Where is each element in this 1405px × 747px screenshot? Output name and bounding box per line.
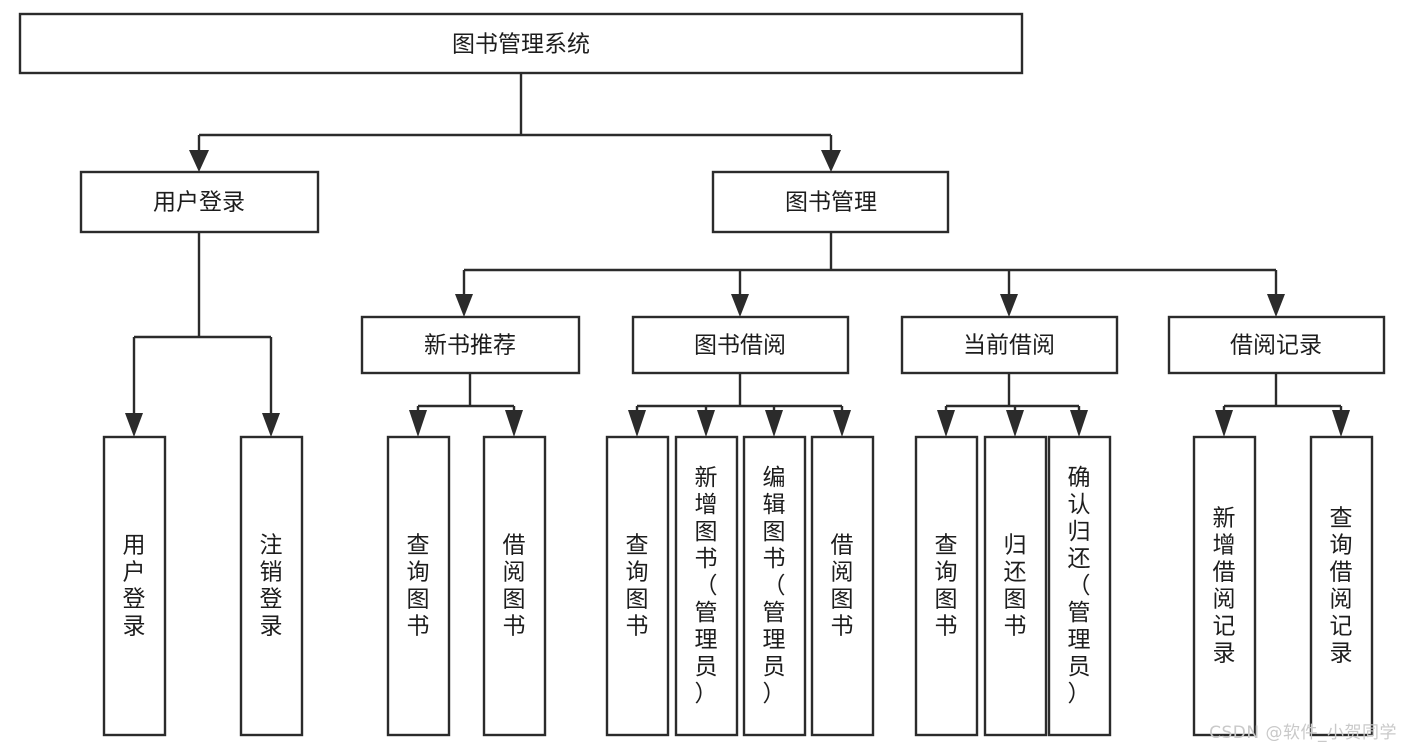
leaf-borrow-record-2-label: 查询借阅记录	[1330, 505, 1353, 666]
arrow-currentborrow-leaf-3	[1070, 410, 1088, 437]
node-borrow-record[interactable]: 借阅记录	[1167, 315, 1386, 375]
arrow-root-to-book-manage	[821, 150, 841, 172]
leaf-book-borrow-4-label: 借阅图书	[831, 532, 854, 639]
leaf-current-borrow-1[interactable]: 查询图书	[914, 435, 979, 737]
node-book-management-label: 图书管理	[785, 190, 877, 216]
arrow-currentborrow-leaf-1	[937, 410, 955, 437]
node-new-book-recommend[interactable]: 新书推荐	[360, 315, 581, 375]
arrow-borrowrecord-leaf-2	[1332, 410, 1350, 437]
leaf-borrow-record-1-label: 新增借阅记录	[1213, 505, 1236, 666]
node-current-borrow-label: 当前借阅	[963, 333, 1055, 359]
leaf-new-book-2-box[interactable]	[482, 435, 547, 737]
node-book-borrow[interactable]: 图书借阅	[631, 315, 850, 375]
leaf-book-borrow-2-box[interactable]	[674, 435, 739, 737]
leaf-current-borrow-3-box[interactable]	[1047, 435, 1112, 737]
node-borrow-record-label: 借阅记录	[1230, 333, 1322, 359]
leaf-current-borrow-3[interactable]: 确认归还（管理员）	[1047, 435, 1112, 737]
arrow-bookborrow-leaf-3	[765, 410, 783, 437]
connector-layer	[125, 73, 1350, 437]
node-book-management[interactable]: 图书管理	[711, 170, 950, 234]
leaf-current-borrow-2[interactable]: 归还图书	[983, 435, 1048, 737]
node-user-login-label: 用户登录	[153, 190, 245, 216]
arrow-bookborrow-leaf-1	[628, 410, 646, 437]
node-root-box[interactable]	[18, 12, 1024, 75]
node-user-login[interactable]: 用户登录	[79, 170, 320, 234]
leaf-new-book-2[interactable]: 借阅图书	[482, 435, 547, 737]
leaf-book-borrow-3[interactable]: 编辑图书（管理员）	[742, 435, 807, 737]
leaf-user-login-2[interactable]: 注销登录	[239, 435, 304, 737]
node-current-borrow[interactable]: 当前借阅	[900, 315, 1119, 375]
arrow-bookmanage-to-current-borrow	[1000, 294, 1018, 317]
leaf-current-borrow-3-label: 确认归还（管理员）	[1068, 465, 1091, 707]
leaf-current-borrow-1-label: 查询图书	[935, 532, 958, 639]
arrow-bookmanage-to-new-book	[455, 294, 473, 317]
arrow-root-to-user-login	[189, 150, 209, 172]
leaf-user-login-2-label: 注销登录	[260, 532, 283, 639]
arrow-userlogin-leaf-1	[125, 413, 143, 437]
leaf-borrow-record-1[interactable]: 新增借阅记录	[1192, 435, 1257, 737]
leaf-book-borrow-4-box[interactable]	[810, 435, 875, 737]
leaf-book-borrow-2[interactable]: 新增图书（管理员）	[674, 435, 739, 737]
node-new-book-recommend-box[interactable]	[360, 315, 581, 375]
leaf-book-borrow-1[interactable]: 查询图书	[605, 435, 670, 737]
node-root-label: 图书管理系统	[452, 32, 590, 58]
arrow-newbook-leaf-1	[409, 410, 427, 437]
leaf-book-borrow-3-label: 编辑图书（管理员）	[763, 465, 786, 707]
arrow-bookmanage-to-borrow-record	[1267, 294, 1285, 317]
arrow-bookmanage-to-book-borrow	[731, 294, 749, 317]
arrow-bookborrow-leaf-2	[697, 410, 715, 437]
leaf-book-borrow-2-label: 新增图书（管理员）	[695, 465, 718, 707]
leaf-book-borrow-1-box[interactable]	[605, 435, 670, 737]
node-book-borrow-box[interactable]	[631, 315, 850, 375]
leaf-user-login-1-box[interactable]	[102, 435, 167, 737]
leaf-new-book-2-label: 借阅图书	[503, 532, 526, 639]
node-borrow-record-box[interactable]	[1167, 315, 1386, 375]
leaf-borrow-record-2-box[interactable]	[1309, 435, 1374, 737]
leaf-new-book-1-box[interactable]	[386, 435, 451, 737]
leaf-book-borrow-4[interactable]: 借阅图书	[810, 435, 875, 737]
arrow-borrowrecord-leaf-1	[1215, 410, 1233, 437]
node-current-borrow-box[interactable]	[900, 315, 1119, 375]
leaf-current-borrow-2-box[interactable]	[983, 435, 1048, 737]
leaf-user-login-1-label: 用户登录	[123, 532, 146, 639]
node-new-book-recommend-label: 新书推荐	[424, 333, 516, 359]
arrow-bookborrow-leaf-4	[833, 410, 851, 437]
node-book-borrow-label: 图书借阅	[694, 333, 786, 359]
leaf-new-book-1[interactable]: 查询图书	[386, 435, 451, 737]
node-user-login-box[interactable]	[79, 170, 320, 234]
leaf-borrow-record-2[interactable]: 查询借阅记录	[1309, 435, 1374, 737]
node-book-management-box[interactable]	[711, 170, 950, 234]
leaf-user-login-1[interactable]: 用户登录	[102, 435, 167, 737]
leaf-borrow-record-1-box[interactable]	[1192, 435, 1257, 737]
leaf-user-login-2-box[interactable]	[239, 435, 304, 737]
leaf-new-book-1-label: 查询图书	[407, 532, 430, 639]
arrow-userlogin-leaf-2	[262, 413, 280, 437]
leaf-book-borrow-1-label: 查询图书	[626, 532, 649, 639]
csdn-watermark: CSDN @软件_小贺同学	[1209, 723, 1397, 743]
leaf-current-borrow-1-box[interactable]	[914, 435, 979, 737]
leaf-current-borrow-2-label: 归还图书	[1004, 532, 1027, 639]
node-root-book-management-system[interactable]: 图书管理系统	[18, 12, 1024, 75]
leaf-book-borrow-3-box[interactable]	[742, 435, 807, 737]
arrow-currentborrow-leaf-2	[1006, 410, 1024, 437]
arrow-newbook-leaf-2	[505, 410, 523, 437]
